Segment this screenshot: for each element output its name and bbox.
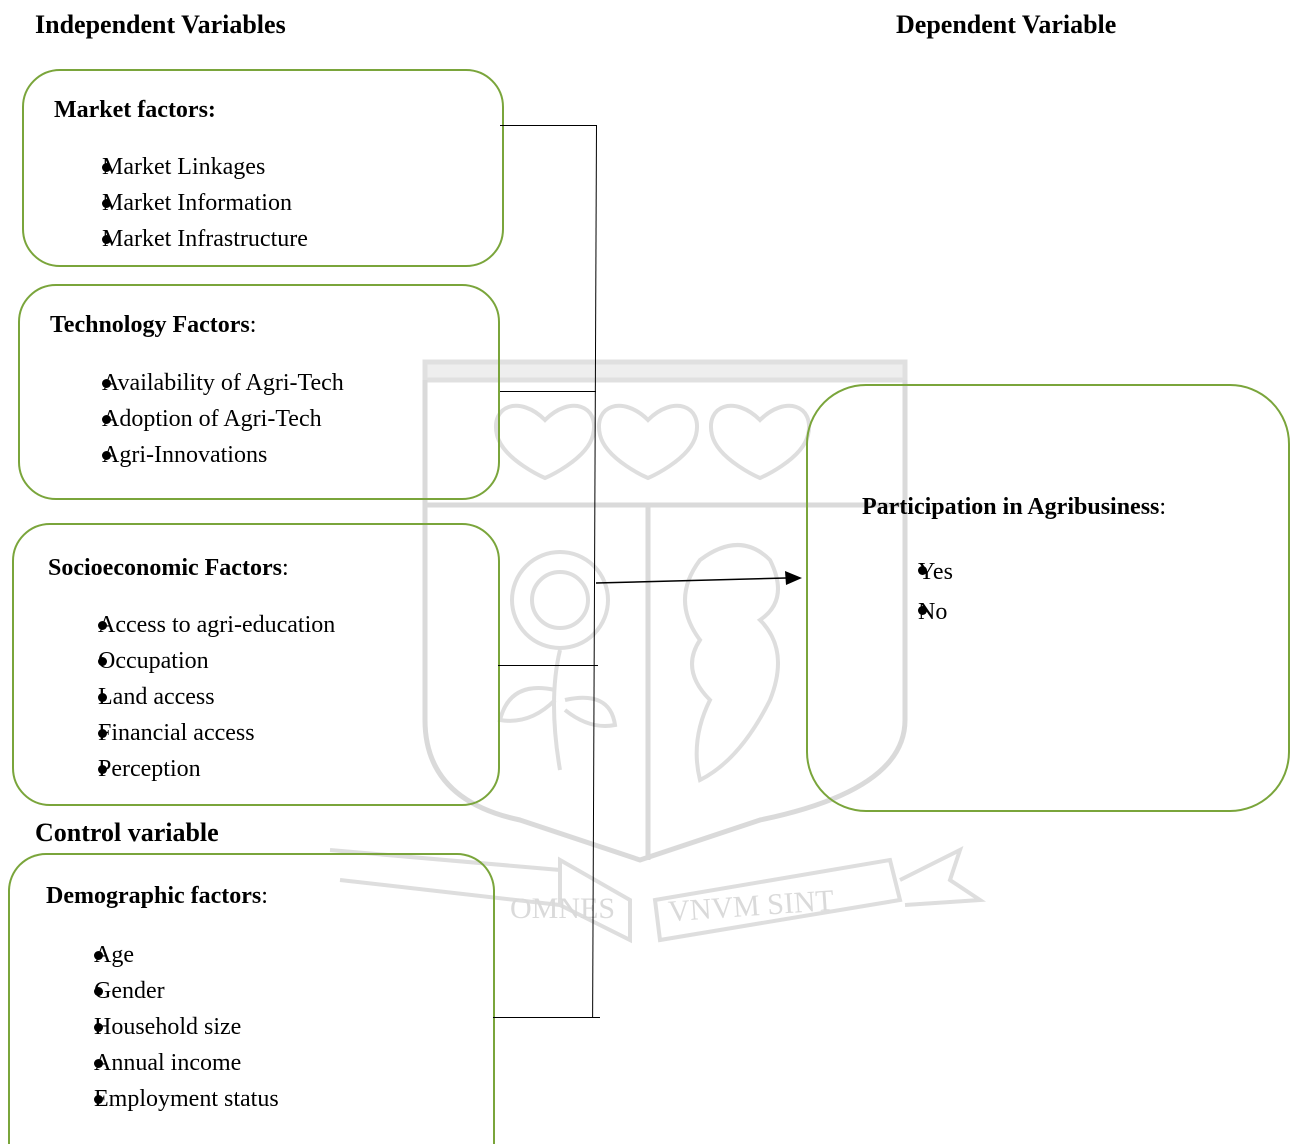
motto-left: OMNES bbox=[510, 892, 615, 925]
list-item: Adoption of Agri-Tech bbox=[58, 401, 344, 437]
list-item: Market Linkages bbox=[58, 149, 308, 185]
participation-box: Participation in Agribusiness: Yes No bbox=[806, 384, 1290, 812]
list-item: Access to agri-education bbox=[54, 607, 335, 643]
list-item: Occupation bbox=[54, 643, 335, 679]
list-item: Age bbox=[50, 937, 279, 973]
list-item: No bbox=[872, 592, 953, 632]
connector-technology bbox=[500, 391, 596, 392]
market-factors-title: Market factors: bbox=[54, 97, 216, 123]
list-item: Land access bbox=[54, 679, 335, 715]
socioeconomic-factors-box: Socioeconomic Factors: Access to agri-ed… bbox=[12, 523, 500, 806]
heading-dependent-variable: Dependent Variable bbox=[896, 10, 1117, 39]
connector-market bbox=[500, 125, 596, 126]
demographic-factors-title: Demographic factors: bbox=[46, 883, 268, 909]
list-item: Employment status bbox=[50, 1081, 279, 1117]
market-factors-list: Market Linkages Market Information Marke… bbox=[58, 149, 308, 257]
technology-factors-list: Availability of Agri-Tech Adoption of Ag… bbox=[58, 365, 344, 473]
list-item: Annual income bbox=[50, 1045, 279, 1081]
list-item: Perception bbox=[54, 751, 335, 787]
list-item: Availability of Agri-Tech bbox=[58, 365, 344, 401]
list-item: Yes bbox=[872, 552, 953, 592]
list-item: Market Information bbox=[58, 185, 308, 221]
market-factors-box: Market factors: Market Linkages Market I… bbox=[22, 69, 504, 267]
technology-factors-title: Technology Factors: bbox=[50, 312, 257, 338]
motto-right: VNVM SINT bbox=[667, 884, 835, 928]
arrow-to-participation bbox=[596, 571, 802, 585]
participation-list: Yes No bbox=[872, 552, 953, 632]
heading-control-variable: Control variable bbox=[35, 818, 219, 847]
list-item: Household size bbox=[50, 1009, 279, 1045]
connector-socioeconomic bbox=[498, 665, 598, 666]
demographic-factors-list: Age Gender Household size Annual income … bbox=[50, 937, 279, 1117]
heading-independent-variables: Independent Variables bbox=[35, 10, 286, 39]
socioeconomic-factors-list: Access to agri-education Occupation Land… bbox=[54, 607, 335, 787]
demographic-factors-box: Demographic factors: Age Gender Househol… bbox=[8, 853, 495, 1144]
connector-demographic bbox=[493, 1017, 600, 1018]
participation-title: Participation in Agribusiness: bbox=[862, 494, 1167, 520]
list-item: Gender bbox=[50, 973, 279, 1009]
technology-factors-box: Technology Factors: Availability of Agri… bbox=[18, 284, 500, 500]
list-item: Agri-Innovations bbox=[58, 437, 344, 473]
list-item: Financial access bbox=[54, 715, 335, 751]
list-item: Market Infrastructure bbox=[58, 221, 308, 257]
socioeconomic-factors-title: Socioeconomic Factors: bbox=[48, 555, 289, 581]
